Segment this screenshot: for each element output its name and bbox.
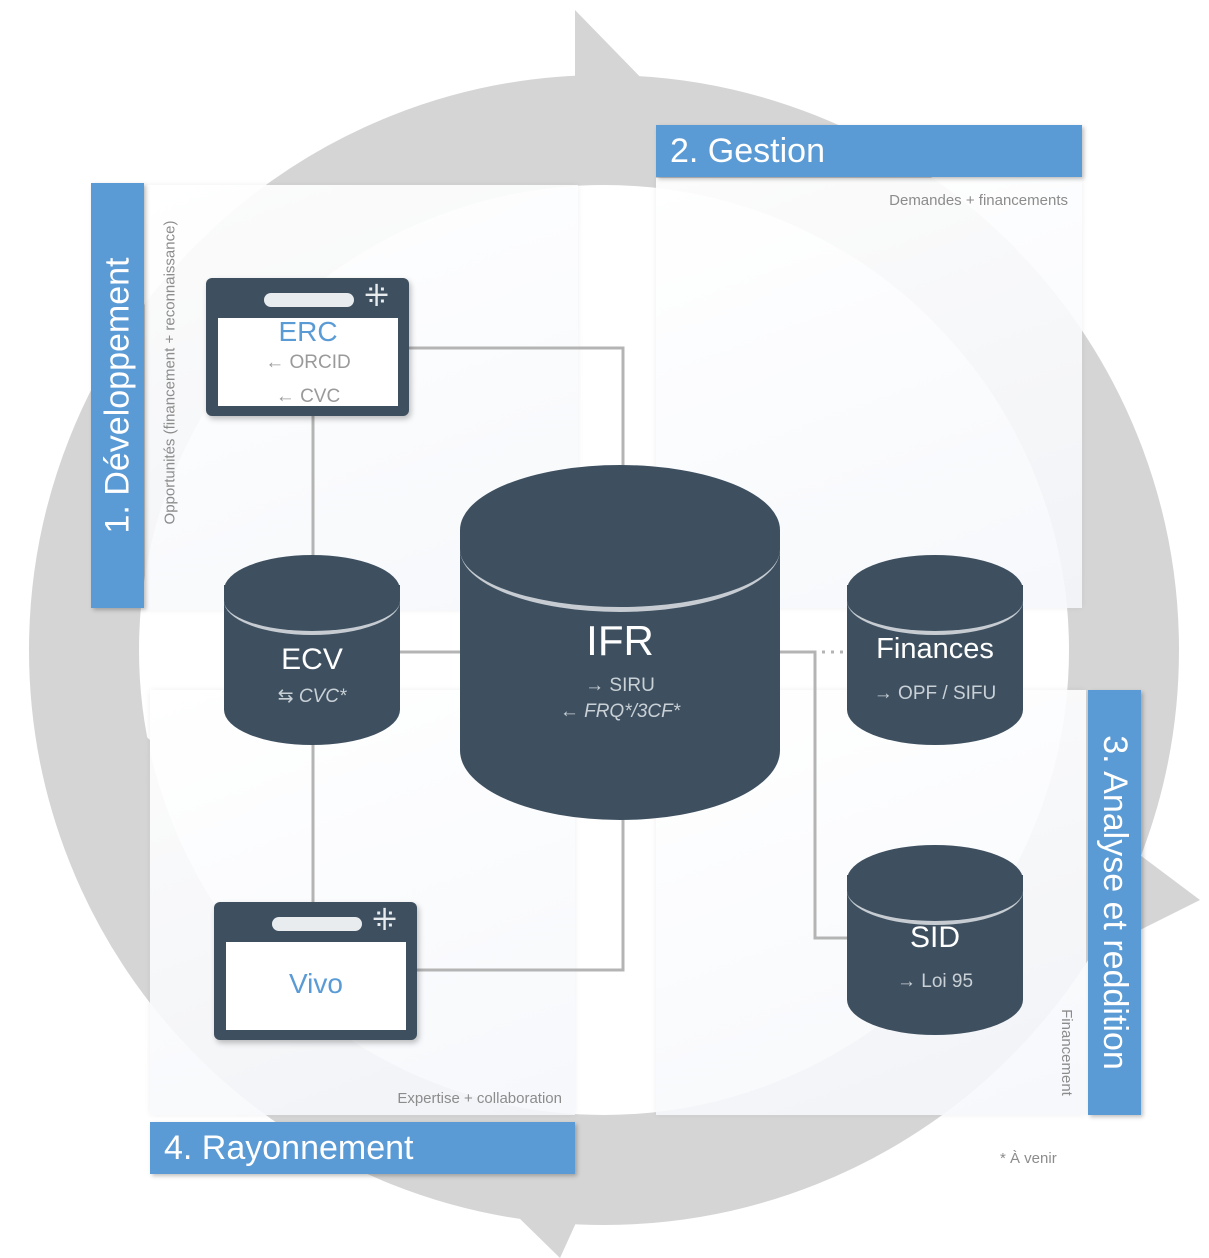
move-handle-icon: ⁜ <box>364 280 390 313</box>
node-finances-note: → OPF / SIFU <box>873 683 997 704</box>
node-sid[interactable]: SID → Loi 95 <box>847 845 1023 1035</box>
cycle-arrowhead-left <box>60 690 150 780</box>
node-vivo-label: Vivo <box>289 968 343 999</box>
node-erc[interactable]: ⁜ ERC ← ORCID ← CVC <box>206 278 409 416</box>
window-titlebar-icon <box>264 293 354 307</box>
node-erc-line-orcid: ← ORCID <box>265 352 351 373</box>
cycle-ring <box>29 75 1179 1225</box>
phase-gestion-header: 2. Gestion <box>656 125 1082 177</box>
node-vivo[interactable]: ⁜ Vivo <box>214 902 417 1040</box>
node-sid-label: SID <box>909 921 960 954</box>
node-finances-label: Finances <box>876 633 994 665</box>
node-ecv[interactable]: ECV ⇆ CVC* <box>224 555 400 745</box>
phase-rayonnement-header: 4. Rayonnement <box>150 1122 575 1174</box>
cycle-arrowhead-bottom <box>470 1170 600 1258</box>
phase-analyse-header: 3. Analyse et reddition <box>1088 690 1141 1115</box>
node-ecv-label: ECV <box>281 643 343 676</box>
node-erc-label: ERC <box>278 316 338 347</box>
node-ifr-label: IFR <box>586 617 654 664</box>
phase-gestion-title: 2. Gestion <box>670 131 825 170</box>
node-sid-note: → Loi 95 <box>896 971 974 992</box>
node-vivo-screen: Vivo <box>226 942 406 1030</box>
cycle-arrowhead-top <box>575 10 690 130</box>
phase-developpement-header: 1. Développement <box>91 183 144 608</box>
node-ecv-note: ⇆ CVC* <box>277 686 347 707</box>
phase-rayonnement-subtitle: Expertise + collaboration <box>397 1090 562 1107</box>
phase-gestion-subtitle: Demandes + financements <box>889 192 1068 209</box>
footnote: * À venir <box>1000 1150 1057 1167</box>
phase-rayonnement-title: 4. Rayonnement <box>164 1128 414 1167</box>
node-finances[interactable]: Finances → OPF / SIFU <box>847 555 1023 745</box>
node-ifr-line-frq: ← FRQ*/3CF* <box>559 701 681 722</box>
node-ifr[interactable]: IFR → SIRU ← FRQ*/3CF* <box>460 465 780 820</box>
connector-ifr-sid <box>780 650 848 940</box>
window-titlebar-icon <box>272 917 362 931</box>
connector-erc-ifr <box>408 346 625 470</box>
node-ifr-line-siru: → SIRU <box>585 675 655 696</box>
node-erc-line-cvc: ← CVC <box>275 386 341 407</box>
move-handle-icon: ⁜ <box>372 904 398 937</box>
connector-vivo-ifr <box>417 818 625 972</box>
node-erc-screen: ERC ← ORCID ← CVC <box>218 316 398 407</box>
